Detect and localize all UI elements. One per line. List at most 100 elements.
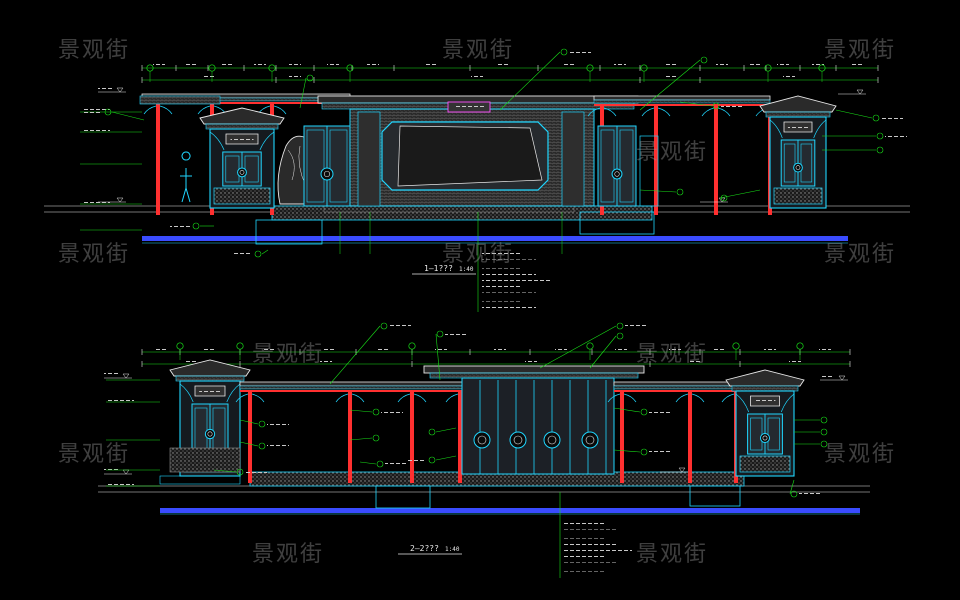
- door-panel: [783, 143, 796, 183]
- dimension-text: [664, 76, 676, 78]
- leader-line: [679, 101, 713, 107]
- annotation-text: [649, 451, 671, 453]
- annotation-text: [881, 117, 903, 119]
- annotation-text: [381, 437, 403, 439]
- column-bracket: [587, 107, 601, 117]
- central-artwork-panel: [397, 125, 543, 187]
- annotation-text: [108, 399, 134, 401]
- dimension-text: [764, 348, 776, 350]
- pavilion-roof: [199, 107, 285, 125]
- bracket-ornament: [259, 131, 275, 151]
- leader-line: [639, 59, 701, 111]
- leader-line: [239, 419, 259, 425]
- annotation-text: [829, 443, 851, 445]
- door-knocker: [762, 435, 768, 441]
- level-marker: [116, 197, 124, 203]
- annotation-text: [885, 149, 907, 151]
- leader-bubble: [258, 420, 266, 428]
- note-stack-text: [564, 566, 632, 568]
- dimension-text: [819, 348, 831, 350]
- bracket-ornament: [209, 131, 225, 151]
- door-knocker-ring: [473, 431, 491, 449]
- dimension-text: [289, 76, 301, 78]
- dimension-text: [783, 76, 795, 78]
- note-stack-text: [564, 533, 632, 535]
- pergola-roof-top: [593, 95, 771, 101]
- pergola-roof-tiles: [593, 99, 771, 104]
- column-bracket: [413, 393, 427, 403]
- level-marker: [678, 467, 686, 473]
- foundation-slab: [142, 236, 848, 241]
- bracket-ornament: [735, 393, 750, 413]
- note-stack-text: [482, 268, 522, 271]
- leader-bubble: [640, 408, 648, 416]
- dimension-text: [498, 64, 510, 66]
- leader-bubble: [820, 440, 828, 448]
- leader-bubble: [428, 428, 436, 436]
- level-marker: [718, 197, 726, 203]
- leader-line: [329, 325, 381, 385]
- level-marker: [856, 89, 864, 95]
- column-bracket: [351, 393, 365, 403]
- annotation-text: [108, 377, 134, 379]
- annotation-text: [389, 325, 411, 327]
- leader-line: [239, 441, 259, 447]
- annotation-text: [885, 135, 907, 137]
- column-bracket: [197, 105, 211, 115]
- column-bracket: [273, 105, 287, 115]
- leader-bubble: [820, 428, 828, 436]
- pergola-column: [688, 391, 692, 483]
- note-stack-text: [482, 307, 536, 309]
- dimension-text: [615, 348, 627, 350]
- door-panel: [800, 143, 813, 183]
- column-bracket: [235, 393, 249, 403]
- grid-bubble: [586, 342, 594, 350]
- bracket-ornament: [226, 383, 241, 403]
- annotation-text: [649, 411, 671, 413]
- note-stack-text: [482, 301, 522, 304]
- dimension-text: [716, 64, 728, 66]
- plaque-text: [230, 138, 254, 140]
- note-stack-text: [482, 279, 550, 282]
- leader-line: [349, 409, 373, 413]
- pergola-roof-top: [613, 381, 737, 387]
- note-stack-text: [564, 555, 604, 557]
- elevation-2-2: [98, 322, 870, 578]
- annotation-text: [829, 419, 851, 421]
- right-panel-frame: [639, 135, 659, 207]
- dimension-text: [289, 64, 301, 66]
- dimension-text: [812, 64, 824, 66]
- leader-bubble: [376, 460, 384, 468]
- pergola-column: [156, 103, 160, 215]
- column-bracket: [657, 107, 671, 117]
- dimension-text: [525, 360, 537, 362]
- annotation-text: [685, 191, 707, 193]
- plaque-text: [787, 126, 809, 128]
- plaque-text: [754, 400, 776, 402]
- leader-line: [359, 461, 377, 465]
- dimension-text: [203, 76, 215, 78]
- level-text: [98, 87, 112, 89]
- right-gate-pavilion: [759, 95, 837, 209]
- dimension-text: [555, 348, 567, 350]
- annotation-text: [625, 335, 647, 337]
- door-knocker-ring: [509, 431, 527, 449]
- dimension-text: [204, 348, 216, 350]
- dimension-text: [426, 64, 438, 66]
- door-knocker-ring: [320, 167, 334, 181]
- column-bracket: [445, 393, 459, 403]
- dimension-text: [153, 64, 165, 66]
- door-panel: [600, 129, 615, 203]
- channel-detail: [255, 219, 323, 245]
- leader-bubble: [712, 102, 720, 110]
- dimension-text: [777, 64, 789, 66]
- leader-line: [589, 335, 617, 369]
- roof-beam: [205, 123, 279, 130]
- leader-bubble: [380, 322, 388, 330]
- pergola-column: [458, 391, 462, 483]
- level-text: [700, 197, 714, 199]
- note-stack-text: [564, 549, 632, 552]
- annotation-text: [406, 459, 426, 461]
- dimension-text: [563, 64, 575, 66]
